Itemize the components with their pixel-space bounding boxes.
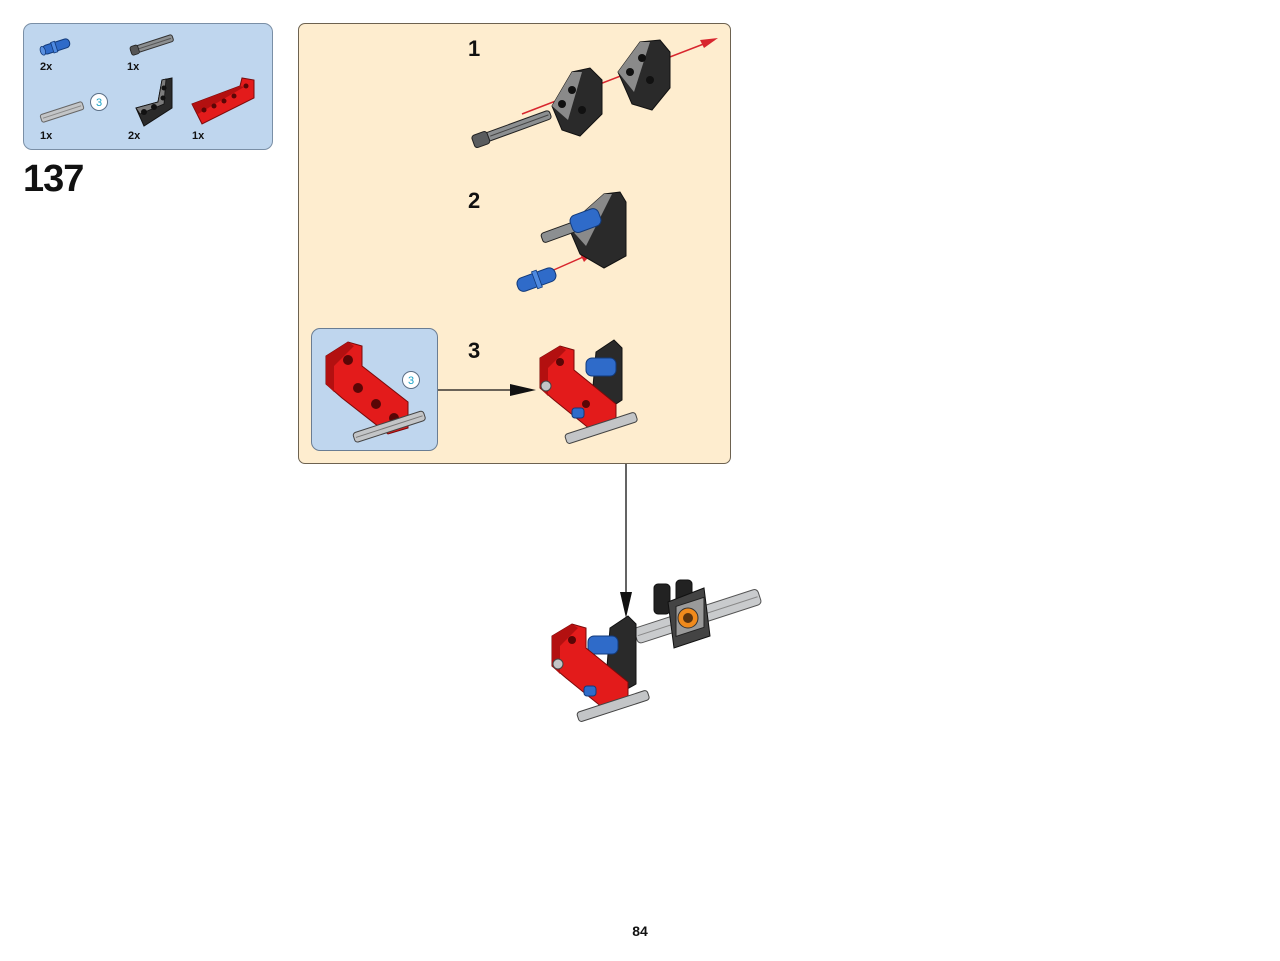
sub-step-2-illustration xyxy=(516,191,627,292)
part-qty-red-angle-beam: 1x xyxy=(192,130,205,142)
sub-step-label-2: 2 xyxy=(468,188,481,213)
grey-axle-icon xyxy=(39,101,85,123)
black-angle-beam-icon xyxy=(135,77,173,127)
callout-arrow xyxy=(438,384,536,396)
step-number: 137 xyxy=(23,158,84,200)
page-number: 84 xyxy=(632,923,648,939)
grey-axle-long-icon xyxy=(129,34,174,56)
main-model-illustration xyxy=(551,579,762,722)
callout-red-beam-with-axle xyxy=(325,341,426,443)
sub-step-3-illustration xyxy=(539,339,638,444)
red-angle-beam-icon xyxy=(191,77,255,125)
connector-arrow xyxy=(620,464,632,618)
blue-pin-icon xyxy=(39,38,71,56)
part-qty-blue-pin: 2x xyxy=(40,61,53,73)
callout-quantity-badge: 3 xyxy=(402,371,420,389)
part-qty-black-angle-beam: 2x xyxy=(128,130,141,142)
part-qty-grey-axle: 1x xyxy=(40,130,53,142)
quantity-badge-3: 3 xyxy=(90,93,108,111)
sub-step-label-3: 3 xyxy=(468,338,481,363)
part-qty-grey-axle-long: 1x xyxy=(127,61,140,73)
sub-step-label-1: 1 xyxy=(468,36,481,61)
sub-step-1-illustration xyxy=(471,38,718,149)
